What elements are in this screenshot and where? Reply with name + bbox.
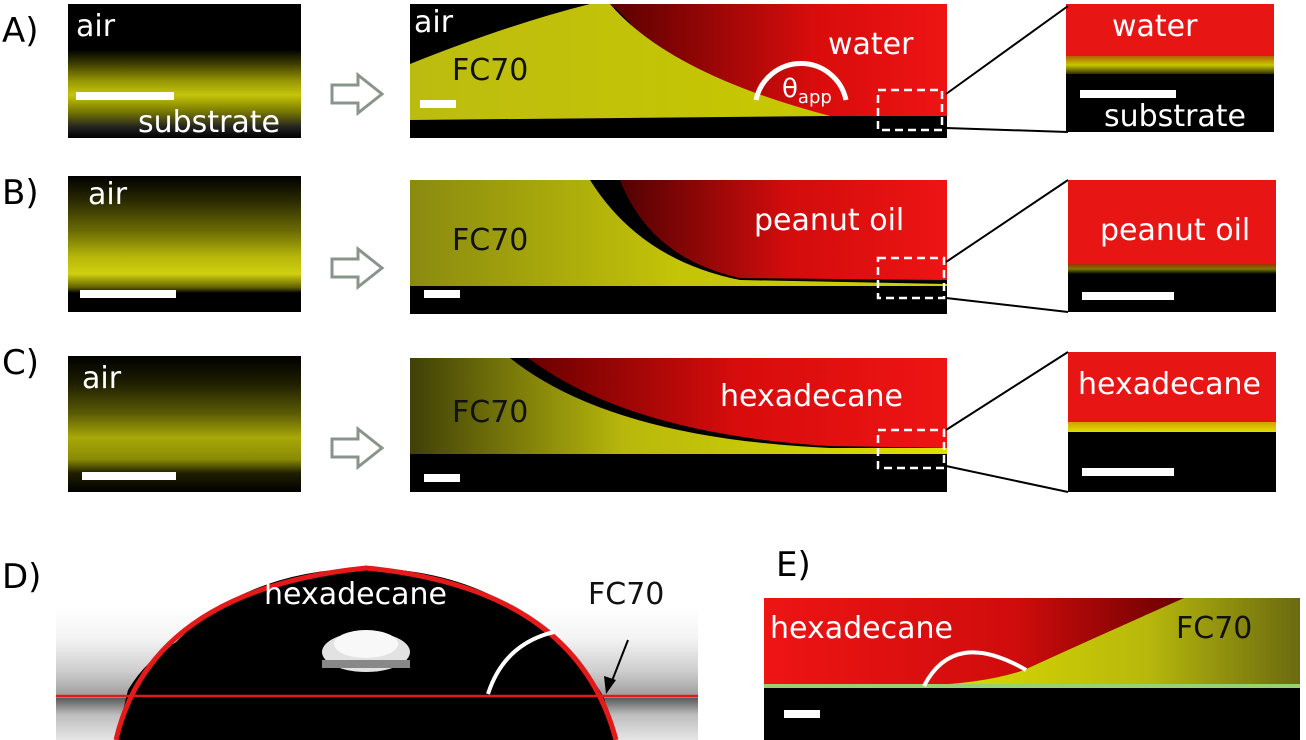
c-zoom-image: hexadecane xyxy=(1068,352,1276,492)
a-left-substrate-label: substrate xyxy=(138,105,281,138)
c-left-scale-bar xyxy=(82,472,176,480)
b-left-image: air xyxy=(68,176,301,312)
panel-letter-e: E) xyxy=(776,545,811,585)
b-left-scale-bar xyxy=(80,290,176,298)
a-zoom-image: water substrate xyxy=(1066,4,1274,132)
c-arrow-icon xyxy=(330,426,385,470)
a-left-scale-bar xyxy=(76,92,174,100)
a-zoom-substrate-label: substrate xyxy=(1104,99,1247,132)
c-left-air-label: air xyxy=(82,361,122,396)
panel-letter-a: A) xyxy=(2,11,39,51)
e-liquid-label: hexadecane xyxy=(770,611,953,646)
b-mid-liquid-label: peanut oil xyxy=(754,203,905,238)
d-fc70-label: FC70 xyxy=(588,577,665,612)
panel-letter-b: B) xyxy=(2,173,39,213)
zoom-connector-lines xyxy=(945,5,1069,493)
c-zoom-liquid-label: hexadecane xyxy=(1078,367,1261,402)
e-fc70-label: FC70 xyxy=(1176,611,1253,646)
b-left-air-label: air xyxy=(88,177,128,212)
a-mid-fc70-label: FC70 xyxy=(452,53,529,88)
b-mid-fc70-label: FC70 xyxy=(452,223,529,258)
d-image: hexadecane FC70 xyxy=(56,540,698,740)
a-zoom-scale-bar xyxy=(1080,90,1176,98)
c-zoom-scale-bar xyxy=(1082,468,1174,476)
panel-letter-c: C) xyxy=(2,343,40,383)
c-mid-fc70-label: FC70 xyxy=(452,395,529,430)
c-left-image: air xyxy=(68,356,301,492)
a-arrow-icon xyxy=(330,72,385,116)
panel-letter-d: D) xyxy=(2,557,42,597)
c-mid-liquid-label: hexadecane xyxy=(720,379,903,414)
a-zoom-water-label: water xyxy=(1112,9,1198,44)
b-zoom-scale-bar xyxy=(1082,292,1174,300)
a-left-image: air substrate xyxy=(68,4,301,138)
a-angle-label: θapp xyxy=(782,74,832,109)
b-zoom-liquid-label: peanut oil xyxy=(1100,213,1251,248)
a-left-air-label: air xyxy=(76,9,116,44)
b-arrow-icon xyxy=(330,246,385,290)
a-middle-image: air FC70 water θapp xyxy=(410,4,947,138)
e-image: hexadecane FC70 xyxy=(764,598,1300,740)
a-mid-air-label: air xyxy=(414,5,454,40)
b-zoom-image: peanut oil xyxy=(1068,180,1276,312)
b-middle-image: FC70 peanut oil xyxy=(410,180,947,314)
a-mid-water-label: water xyxy=(828,27,914,62)
d-drop-label: hexadecane xyxy=(264,577,447,612)
c-middle-image: FC70 hexadecane xyxy=(410,358,947,492)
